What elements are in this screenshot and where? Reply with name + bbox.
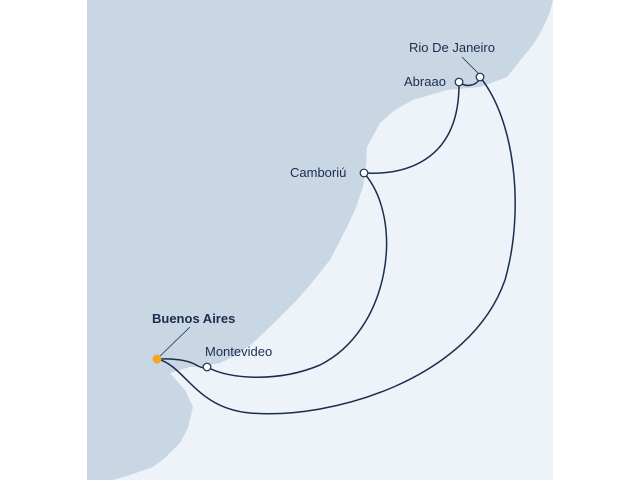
port-marker-camboriu[interactable] xyxy=(359,168,369,178)
start-port-marker[interactable] xyxy=(152,354,162,364)
port-label-montevideo: Montevideo xyxy=(205,344,273,359)
routes xyxy=(156,76,516,415)
route-montevideo-camboriu xyxy=(206,172,388,378)
port-label-abraao: Abraao xyxy=(404,74,446,89)
port-marker-abraao[interactable] xyxy=(454,77,464,87)
port-label-rio: Rio De Janeiro xyxy=(409,40,495,55)
start-port-label: Buenos Aires xyxy=(152,311,236,326)
leader-line-buenos-aires xyxy=(156,326,191,360)
route-camboriu-abraao xyxy=(363,81,460,174)
port-marker-montevideo[interactable] xyxy=(202,362,212,372)
route-rio-buenosaires xyxy=(156,76,516,415)
land-south-america xyxy=(87,0,553,480)
port-marker-rio[interactable] xyxy=(475,72,485,82)
leader-line-rio xyxy=(461,56,480,75)
port-label-camboriu: Camboriú xyxy=(290,165,347,180)
